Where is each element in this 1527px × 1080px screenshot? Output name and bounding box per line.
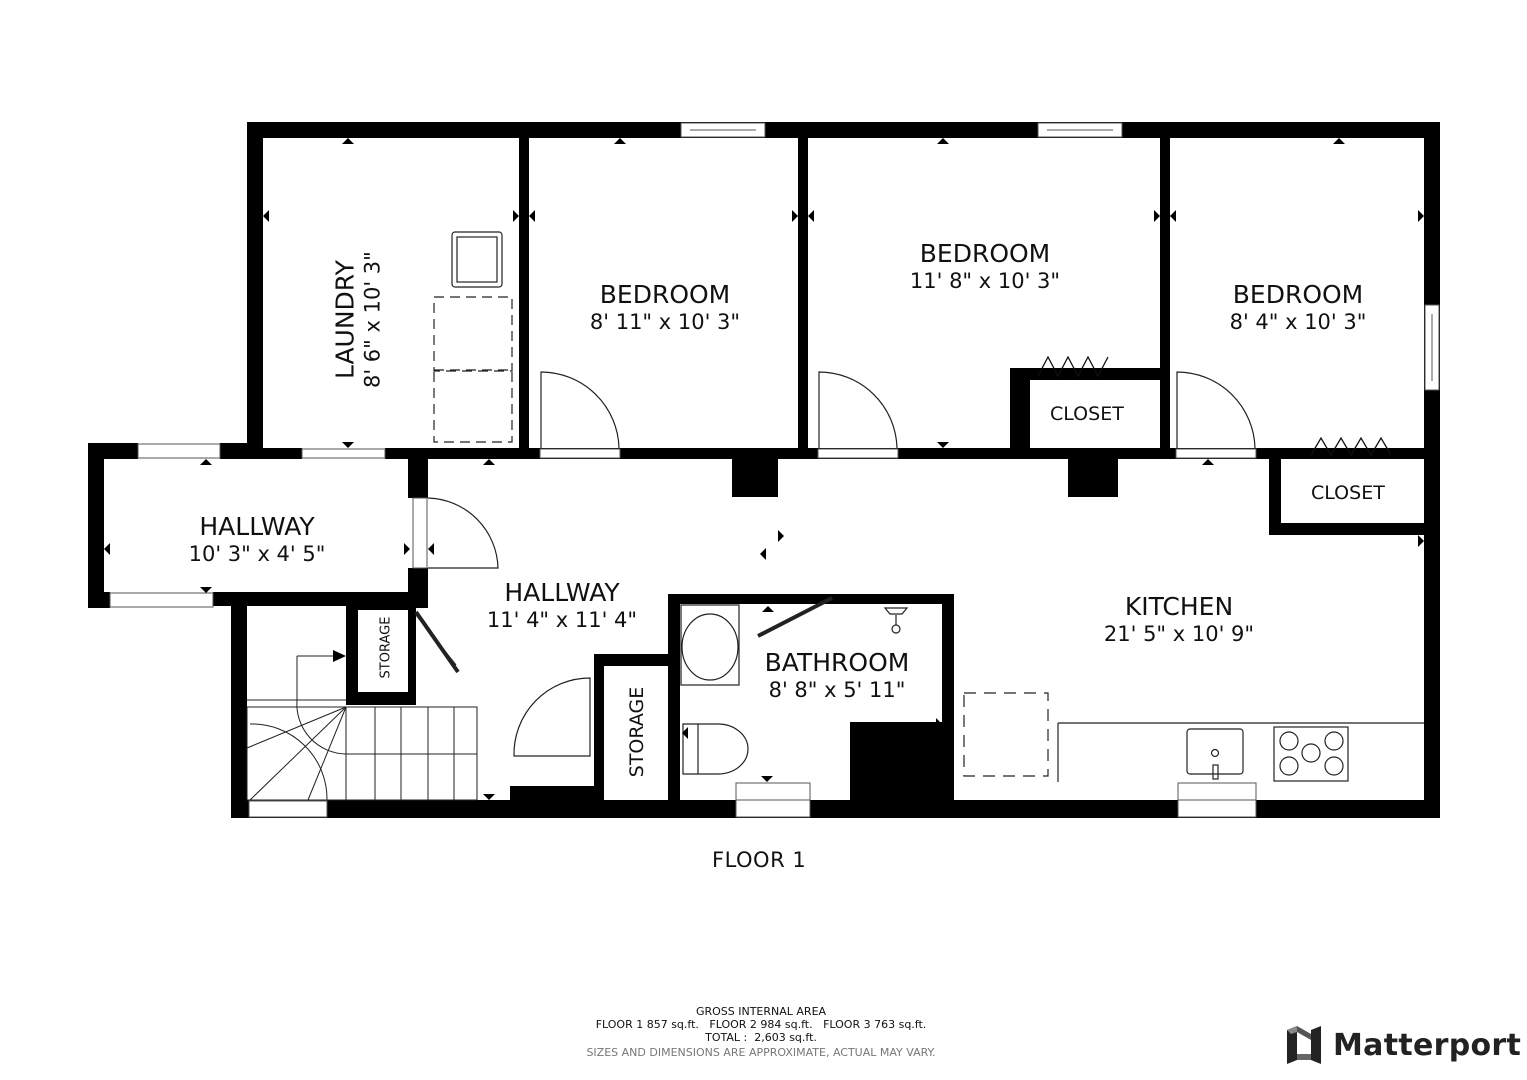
fixtures bbox=[433, 231, 1424, 782]
room-name: KITCHEN bbox=[1124, 592, 1234, 621]
room-dimensions: 21' 5" x 10' 9" bbox=[1103, 622, 1255, 646]
room-name: BATHROOM bbox=[764, 648, 910, 677]
room-dimensions: 8' 11" x 10' 3" bbox=[589, 310, 741, 334]
area-summary: GROSS INTERNAL AREA FLOOR 1 857 sq.ft. F… bbox=[560, 1005, 962, 1059]
room-name: BEDROOM bbox=[919, 239, 1051, 268]
room-bathroom: BATHROOM 8' 8" x 5' 11" bbox=[732, 648, 942, 703]
windows bbox=[109, 122, 1440, 818]
room-hallway-west: HALLWAY 10' 3" x 4' 5" bbox=[152, 512, 362, 567]
room-closet-1: CLOSET bbox=[1050, 403, 1124, 425]
room-name: LAUNDRY bbox=[330, 260, 360, 380]
total-area: TOTAL : 2,603 sq.ft. bbox=[705, 1031, 817, 1044]
room-dimensions: 11' 8" x 10' 3" bbox=[909, 269, 1061, 293]
brand-name: Matterport bbox=[1333, 1027, 1522, 1063]
room-storage-2: STORAGE bbox=[626, 686, 648, 778]
floor-areas: FLOOR 1 857 sq.ft. FLOOR 2 984 sq.ft. FL… bbox=[595, 1018, 927, 1031]
disclaimer: SIZES AND DIMENSIONS ARE APPROXIMATE, AC… bbox=[586, 1046, 936, 1059]
room-bedroom-2: BEDROOM 11' 8" x 10' 3" bbox=[880, 239, 1090, 294]
matterport-logo-icon bbox=[1287, 1026, 1321, 1064]
area-heading: GROSS INTERNAL AREA bbox=[695, 1005, 827, 1018]
room-storage-1: STORAGE bbox=[378, 616, 394, 679]
room-name: BEDROOM bbox=[1232, 280, 1364, 309]
room-hallway-central: HALLWAY 11' 4" x 11' 4" bbox=[457, 578, 667, 633]
room-laundry: LAUNDRY 8' 6" x 10' 3" bbox=[330, 210, 385, 430]
room-name: HALLWAY bbox=[199, 512, 315, 541]
floor-title: FLOOR 1 bbox=[712, 848, 807, 872]
room-kitchen: KITCHEN 21' 5" x 10' 9" bbox=[1074, 592, 1284, 647]
room-bedroom-3: BEDROOM 8' 4" x 10' 3" bbox=[1193, 280, 1403, 335]
room-name: HALLWAY bbox=[504, 578, 620, 607]
dimension-markers bbox=[104, 138, 1424, 800]
room-dimensions: 10' 3" x 4' 5" bbox=[188, 542, 326, 566]
room-dimensions: 11' 4" x 11' 4" bbox=[486, 608, 638, 632]
room-bedroom-1: BEDROOM 8' 11" x 10' 3" bbox=[560, 280, 770, 335]
room-dimensions: 8' 6" x 10' 3" bbox=[360, 251, 385, 388]
doors bbox=[414, 371, 1256, 757]
walls bbox=[88, 122, 1440, 818]
room-dimensions: 8' 8" x 5' 11" bbox=[768, 678, 906, 702]
room-name: BEDROOM bbox=[599, 280, 731, 309]
accordion-doors bbox=[1037, 355, 1392, 457]
room-dimensions: 8' 4" x 10' 3" bbox=[1229, 310, 1367, 334]
room-closet-2: CLOSET bbox=[1311, 482, 1385, 504]
stairs bbox=[246, 655, 478, 801]
brand-logo: Matterport bbox=[1285, 1026, 1521, 1064]
